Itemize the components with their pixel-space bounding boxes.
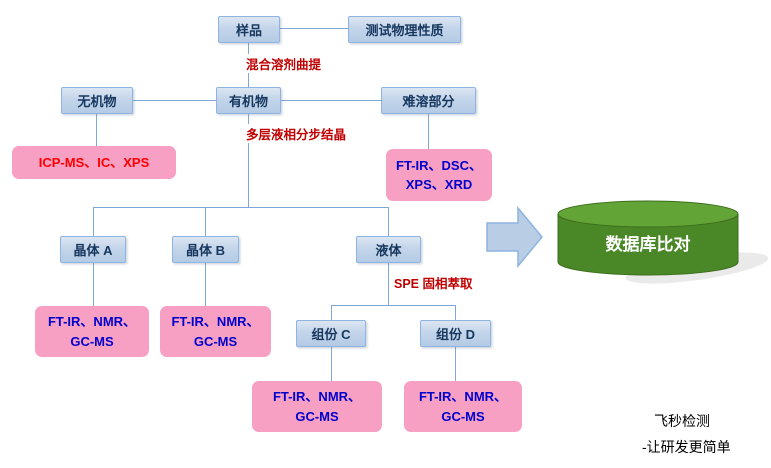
process-label-crystallization: 多层液相分步结晶 — [244, 124, 349, 143]
method-line: GC-MS — [70, 333, 114, 349]
connector-line — [331, 305, 456, 306]
method-line: FT-IR、NMR、 — [171, 314, 260, 329]
method-box-component-d: FT-IR、NMR、 GC-MS — [404, 381, 522, 432]
node-liquid: 液体 — [356, 236, 421, 263]
node-crystal-a: 晶体 A — [60, 236, 126, 263]
method-line: GC-MS — [295, 408, 339, 424]
flow-arrow-icon — [486, 206, 543, 268]
connector-line — [93, 263, 94, 306]
method-box-crystal-a: FT-IR、NMR、 GC-MS — [35, 306, 149, 357]
node-component-d: 组份 D — [420, 320, 491, 347]
process-label-mixed-solvent: 混合溶剂曲提 — [244, 54, 324, 73]
node-component-c: 组份 C — [296, 320, 366, 347]
connector-line — [248, 114, 249, 207]
connector-line — [96, 114, 97, 146]
method-line: GC-MS — [193, 333, 238, 349]
connector-line — [280, 28, 348, 29]
method-line: FT-IR、NMR、 — [272, 389, 362, 404]
method-line: FT-IR、NMR、 — [47, 314, 137, 329]
node-inorganic: 无机物 — [61, 87, 133, 114]
node-insoluble: 难溶部分 — [381, 87, 476, 114]
connector-line — [205, 263, 206, 306]
node-sample: 样品 — [218, 16, 280, 43]
method-line: GC-MS — [441, 408, 485, 424]
database-cylinder: 数据库比对 — [557, 200, 769, 284]
method-box-component-c: FT-IR、NMR、 GC-MS — [252, 381, 382, 432]
connector-line — [205, 207, 206, 236]
connector-line — [93, 207, 389, 208]
method-line: FT-IR、NMR、 — [418, 389, 508, 404]
process-label-spe: SPE 固相萃取 — [392, 273, 475, 292]
connector-line — [455, 305, 456, 320]
node-physical-test: 测试物理性质 — [348, 16, 461, 43]
node-crystal-b: 晶体 B — [172, 236, 239, 263]
node-organic: 有机物 — [216, 87, 281, 114]
connector-line — [281, 100, 381, 101]
footer-tagline: -让研发更简单 — [642, 439, 731, 455]
connector-line — [331, 347, 332, 381]
connector-line — [388, 263, 389, 305]
cylinder-top — [557, 200, 739, 228]
arrow-right-icon — [486, 206, 543, 268]
method-box-insoluble: FT-IR、DSC、 XPS、XRD — [386, 149, 492, 201]
connector-line — [93, 207, 94, 236]
method-line: XPS、XRD — [405, 177, 473, 192]
connector-line — [428, 114, 429, 149]
method-line: ICP-MS、IC、XPS — [38, 154, 150, 170]
database-label: 数据库比对 — [606, 234, 691, 254]
method-box-crystal-b: FT-IR、NMR、 GC-MS — [160, 306, 271, 357]
footer-brand: 飞秒检测 — [654, 413, 710, 429]
cylinder-body — [557, 213, 739, 276]
connector-line — [331, 305, 332, 320]
method-box-inorganic: ICP-MS、IC、XPS — [12, 146, 176, 179]
connector-line — [388, 207, 389, 236]
connector-line — [133, 100, 216, 101]
method-line: FT-IR、DSC、 — [396, 157, 482, 173]
connector-line — [455, 347, 456, 381]
